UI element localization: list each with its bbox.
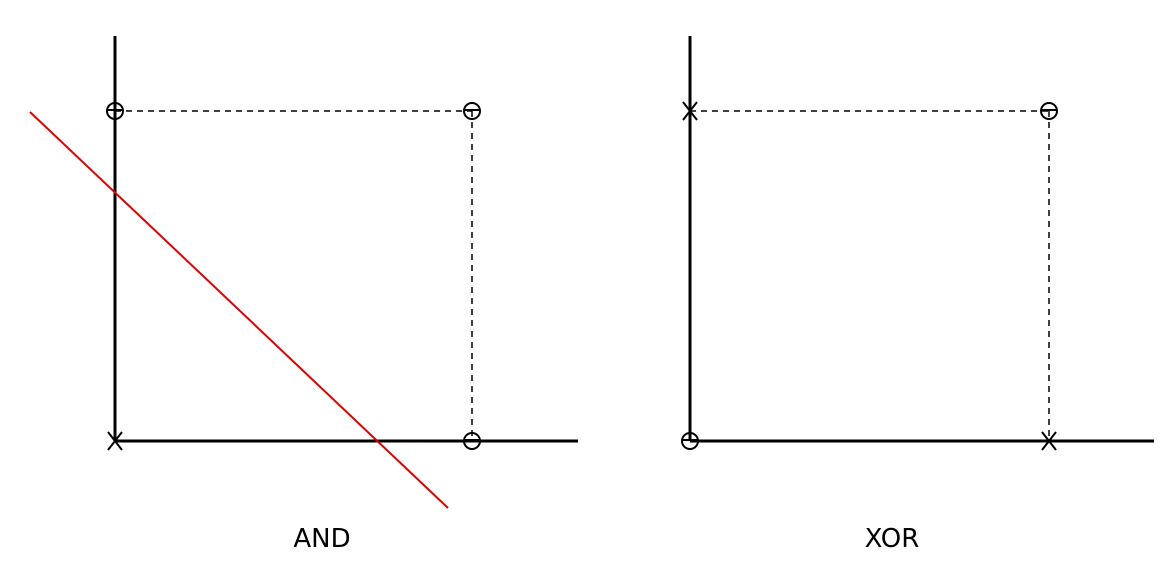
and-points <box>106 102 481 451</box>
xor-point-x-0-1 <box>682 101 698 121</box>
and-caption: AND <box>293 524 350 554</box>
xor-points <box>681 101 1058 451</box>
xor-point-x-1-0 <box>1041 431 1057 451</box>
and-separator-line <box>29 111 449 509</box>
xor-panel: XOR <box>681 36 1154 554</box>
and-panel: AND <box>29 36 578 554</box>
xor-point-o-1-1 <box>1040 102 1058 120</box>
and-point-o-1-1 <box>463 102 481 120</box>
xor-caption: XOR <box>865 524 920 554</box>
and-point-o-1-0 <box>463 432 481 450</box>
xor-point-o-0-0 <box>681 432 699 450</box>
and-point-x-0-0 <box>107 431 123 451</box>
and-point-o-0-1 <box>106 102 124 120</box>
